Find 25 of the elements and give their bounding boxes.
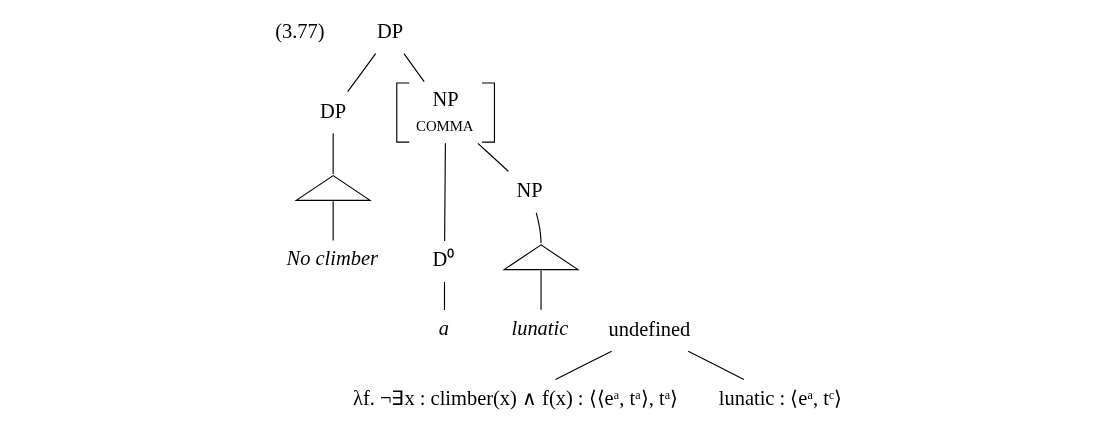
connector (402, 53, 425, 83)
node-triangle (501, 244, 580, 271)
connector (476, 142, 509, 172)
node-text: DP (376, 20, 403, 43)
node-text: a (438, 316, 449, 339)
connector (535, 212, 542, 244)
connector (332, 200, 334, 242)
connector (346, 53, 376, 93)
connector (687, 350, 744, 381)
node-text: undefined (608, 317, 690, 340)
node-text: NP COMMA (415, 88, 473, 135)
label: (3.77) (274, 20, 325, 43)
connector (554, 350, 612, 381)
node-text: NP (516, 179, 543, 202)
connector (443, 281, 445, 311)
node-triangle (293, 174, 372, 201)
node-text: λf. ¬∃x : climber(x) ∧ f(x) : ⟨⟨eᵃ, tᵃ⟩, tᵃ⟩ (352, 386, 678, 409)
node-text: D⁰ (432, 248, 454, 271)
connector (332, 132, 334, 175)
connector (443, 142, 446, 242)
node-text: DP (319, 99, 346, 122)
node-text: lunatic : ⟨eᵃ, tᶜ⟩ (718, 386, 842, 409)
node-text: lunatic (511, 316, 568, 339)
connector (539, 269, 542, 311)
node-text: No climber (286, 247, 378, 270)
